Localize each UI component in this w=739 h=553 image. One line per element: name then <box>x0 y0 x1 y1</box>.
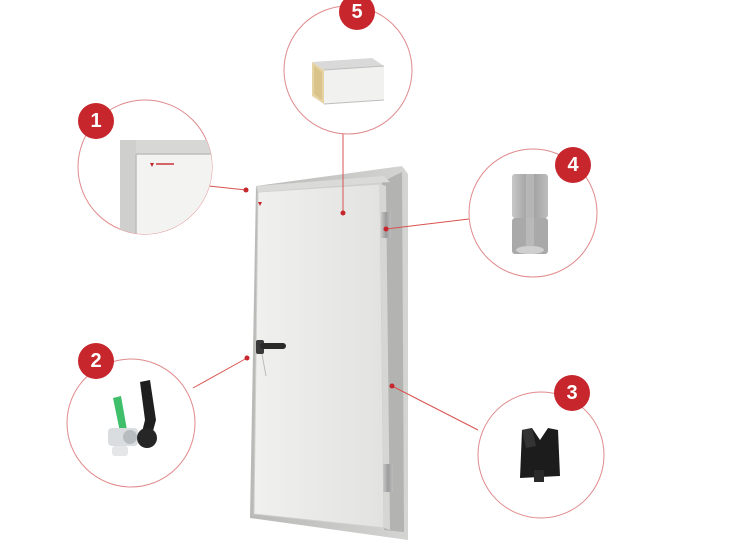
detail-gasket <box>477 391 605 519</box>
detail-handle-lock <box>66 358 196 488</box>
callout-badge-2: 2 <box>78 343 114 379</box>
door-frame-top <box>256 176 390 192</box>
callout-badge-1: 1 <box>78 103 114 139</box>
door <box>250 166 408 540</box>
door-leaf <box>253 183 385 529</box>
detail-frame-corner <box>77 99 213 235</box>
detail-insulated-panel <box>283 5 413 135</box>
door-hinge-top <box>381 212 391 238</box>
callout-dots <box>243 187 395 389</box>
logo-mark <box>258 202 262 206</box>
callout-badge-3: 3 <box>554 375 590 411</box>
callout-lines <box>192 134 479 431</box>
callout-badge-4: 4 <box>555 147 591 183</box>
door-leaf-edge <box>380 184 390 530</box>
callout-badge-5: 5 <box>339 0 375 30</box>
door-hinge-bottom <box>383 464 393 492</box>
door-handle <box>256 340 286 377</box>
